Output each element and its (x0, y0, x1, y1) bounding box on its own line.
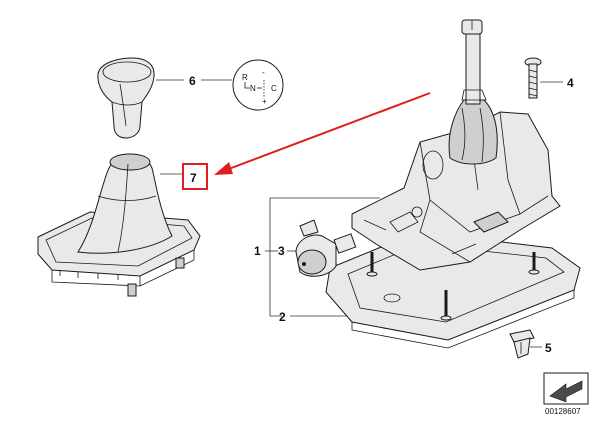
direction-arrow-icon (549, 380, 583, 403)
callout-knob: 6 (189, 74, 196, 88)
sensor (295, 219, 357, 277)
gear-label-plus: + (262, 97, 267, 106)
shifter-housing (351, 111, 561, 271)
shift-knob (97, 57, 155, 139)
callout-assembly: 1 (254, 244, 261, 258)
gear-label-r: R (242, 73, 248, 82)
callout-sensor: 3 (278, 244, 285, 258)
nut (509, 329, 535, 359)
callout-nut: 5 (545, 341, 552, 355)
callout-boot: 7 (190, 171, 197, 185)
shift-boot (37, 153, 201, 297)
bracket-assembly (269, 197, 380, 317)
reference-badge: 00128607 (543, 372, 589, 416)
reference-code: 00128607 (545, 407, 581, 416)
screw (524, 57, 542, 99)
shift-lever (448, 19, 498, 165)
shift-pattern-badge: R N - + C (232, 59, 284, 111)
stud (440, 290, 452, 321)
gear-label-c: C (271, 84, 277, 93)
highlight-arrow (214, 92, 431, 175)
studs (366, 252, 540, 321)
gear-label-minus: - (262, 68, 265, 77)
boot-highlight-box (182, 163, 208, 190)
callout-gasket: 2 (279, 310, 286, 324)
stud (528, 252, 540, 275)
gear-label-n: N (250, 84, 256, 93)
callout-screw: 4 (567, 76, 574, 90)
stud (366, 252, 378, 277)
